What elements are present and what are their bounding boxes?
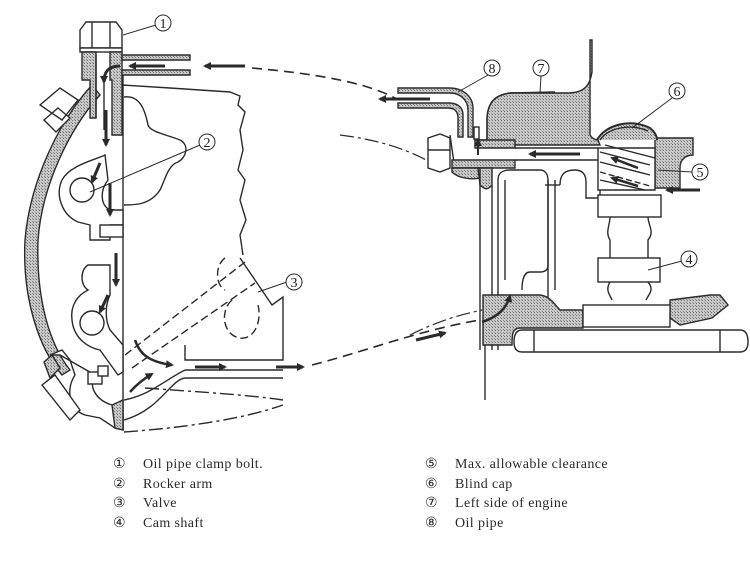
rocker-shaft-lower — [79, 310, 105, 336]
legend-label: Cam shaft — [143, 515, 204, 531]
legend-label: Valve — [143, 496, 177, 511]
legend-marker: ⑥ — [425, 476, 438, 492]
legend-marker: ⑦ — [425, 496, 438, 511]
legend-right-column: ⑤ Max. allowable clearance ⑥ Blind cap ⑦… — [425, 455, 608, 533]
flow-arrow — [90, 162, 102, 184]
legend-marker: ⑤ — [425, 457, 438, 472]
connector-cam — [409, 309, 483, 336]
callout-circle-4 — [680, 250, 698, 268]
callout-label-8: 8 — [489, 62, 496, 77]
legend-item: ⑤ Max. allowable clearance — [425, 455, 608, 475]
callout-label-7: 7 — [538, 62, 545, 77]
clamp-bolt-head — [79, 21, 123, 49]
blind-cap — [596, 122, 658, 141]
leader-line-2 — [89, 144, 201, 193]
legend-item: ⑥ Blind cap — [425, 475, 608, 495]
callout-label-5: 5 — [697, 166, 704, 181]
legend-item: ① Oil pipe clamp bolt. — [113, 455, 263, 475]
callout-labels: 1 2 3 4 5 6 7 8 — [160, 17, 704, 291]
legend-marker: ④ — [113, 515, 126, 531]
callout-label-4: 4 — [686, 253, 693, 268]
cam-lobe-upper — [597, 194, 662, 218]
flow-arrow — [100, 64, 121, 84]
oil-pipe-right — [397, 87, 474, 138]
flow-arrow — [610, 156, 639, 170]
callout-label-2: 2 — [204, 136, 211, 151]
leader-line-8 — [457, 74, 489, 93]
leader-line-3 — [257, 281, 288, 293]
legend-item: ② Rocker arm — [113, 475, 263, 495]
connector-upper — [251, 67, 396, 99]
connector-lower — [311, 319, 481, 366]
legend-label: Blind cap — [455, 476, 513, 492]
callout-circle-6 — [668, 82, 686, 100]
legend-item: ④ Cam shaft — [113, 514, 263, 534]
legend-left-column: ① Oil pipe clamp bolt. ② Rocker arm ③ Va… — [113, 455, 263, 533]
callout-label-6: 6 — [674, 85, 681, 100]
banjo-bolt-head — [427, 133, 451, 173]
leader-line-7 — [539, 75, 542, 94]
rocker-shaft-upper — [69, 177, 95, 203]
legend-label: Oil pipe — [455, 515, 504, 531]
leader-line-5 — [657, 169, 693, 173]
callout-circle-2 — [198, 133, 216, 151]
connector-bolt — [339, 134, 436, 166]
cam-journal — [582, 304, 671, 328]
connector-lines — [251, 67, 483, 366]
legend-item: ⑦ Left side of engine — [425, 494, 608, 514]
banjo-bolt-threads-top — [474, 139, 516, 149]
leader-line-4 — [647, 260, 683, 271]
cam-shaft-bar — [513, 329, 749, 353]
leader-line-1 — [122, 24, 157, 36]
leader-line-6 — [631, 97, 673, 129]
oil-flow-diagram: 1 2 3 4 5 6 7 8 — [23, 14, 749, 433]
engine-block-base-right — [669, 294, 729, 326]
legend-label: Oil pipe clamp bolt. — [143, 457, 263, 472]
flow-arrow — [133, 339, 174, 369]
legend-item: ③ Valve — [113, 494, 263, 514]
valve-outline — [124, 257, 260, 369]
callout-circle-5 — [691, 163, 709, 181]
oil-flow-arrows-right — [378, 95, 700, 342]
legend-label: Max. allowable clearance — [455, 457, 609, 472]
legend-marker: ② — [113, 476, 126, 492]
callout-circle-3 — [285, 273, 303, 291]
legend-label: Rocker arm — [143, 476, 213, 492]
cover-rib — [38, 87, 80, 133]
cylinder-head-view — [23, 21, 284, 433]
oil-pipe-left — [121, 54, 191, 61]
callout-circle-8 — [483, 59, 501, 77]
callouts — [89, 14, 709, 293]
flow-arrow — [610, 175, 639, 188]
engine-block-base — [482, 294, 584, 346]
legend-item: ⑧ Oil pipe — [425, 514, 608, 534]
valve-spring-housing — [184, 257, 284, 361]
callout-label-1: 1 — [160, 17, 167, 32]
oil-flow-arrows-left — [90, 62, 305, 393]
banjo-bolt-threads-bottom — [451, 159, 516, 169]
engine-side-view — [397, 39, 749, 400]
legend-marker: ① — [113, 457, 126, 472]
clamp-bolt-body — [81, 51, 97, 119]
legend-marker: ③ — [113, 496, 126, 511]
flow-arrow — [98, 294, 110, 314]
legend-marker: ⑧ — [425, 515, 438, 531]
engine-block-right — [654, 137, 694, 189]
flow-arrow — [415, 330, 447, 342]
callout-label-3: 3 — [291, 276, 298, 291]
flow-arrow — [481, 294, 513, 324]
legend-label: Left side of engine — [455, 496, 568, 511]
head-cover-wall — [23, 83, 101, 376]
casing-break-line — [121, 84, 247, 256]
flow-arrow — [129, 372, 154, 393]
callout-circle-7 — [532, 59, 550, 77]
cam-lobe — [597, 257, 661, 283]
callout-circle-1 — [154, 14, 172, 32]
